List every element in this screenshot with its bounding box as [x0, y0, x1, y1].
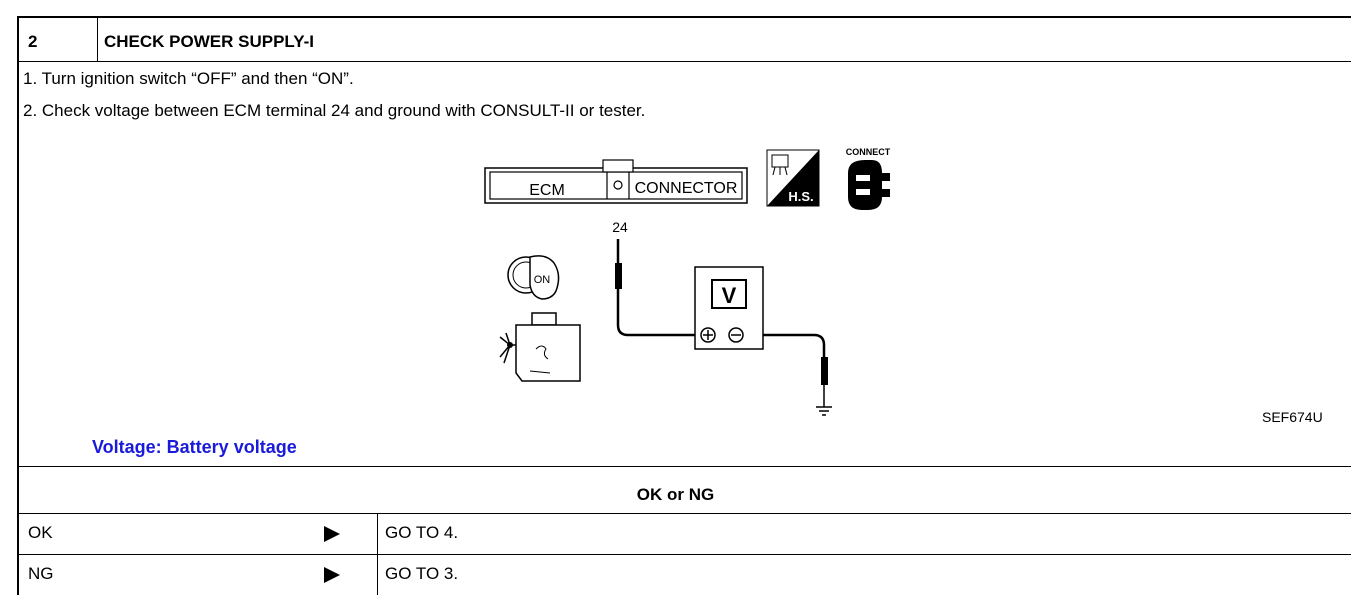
engine-icon [499, 312, 581, 382]
voltmeter: V [694, 266, 764, 350]
figure-code: SEF674U [1262, 409, 1323, 425]
decision-column-divider [377, 513, 378, 595]
result-ng-action[interactable]: GO TO 3. [385, 564, 459, 583]
table-top-border [17, 16, 1351, 18]
result-ok-action[interactable]: GO TO 4. [385, 523, 459, 542]
voltage-check-diagram: ECM CONNECTOR H.S. CONNECT 24 [484, 147, 891, 416]
meter-label: V [722, 283, 737, 308]
hs-label: H.S. [788, 189, 813, 204]
instruction-2: 2. Check voltage between ECM terminal 24… [23, 101, 646, 120]
terminal-number: 24 [612, 219, 628, 235]
ecm-label: ECM [529, 182, 565, 199]
result-ok-label: OK [28, 523, 53, 542]
header-divider [97, 16, 98, 62]
negative-probe [763, 333, 828, 407]
hs-icon: H.S. [766, 149, 820, 207]
voltage-spec: Voltage: Battery voltage [92, 437, 297, 457]
ignition-key-icon: ON [507, 255, 560, 300]
connector-label: CONNECTOR [635, 180, 738, 197]
connect-icon: CONNECT [846, 147, 891, 210]
connect-label: CONNECT [846, 147, 891, 157]
instruction-1: 1. Turn ignition switch “OFF” and then “… [23, 69, 354, 88]
step-title: CHECK POWER SUPPLY-I [104, 32, 315, 51]
ecm-connector: ECM CONNECTOR [484, 159, 748, 204]
table-left-border [17, 16, 19, 595]
right-triangle-arrow-icon [324, 567, 340, 583]
decision-heading: OK or NG [636, 485, 715, 504]
switch-label: ON [534, 274, 551, 286]
result-ng-label: NG [28, 564, 54, 583]
decision-heading-border [17, 466, 1351, 467]
ground-icon [816, 406, 832, 416]
step-number: 2 [28, 32, 38, 51]
right-triangle-arrow-icon [324, 526, 340, 542]
positive-probe [615, 239, 695, 337]
decision-row-top-border [17, 513, 1351, 514]
decision-row-middle-border [17, 554, 1351, 555]
header-bottom-border [17, 61, 1351, 62]
